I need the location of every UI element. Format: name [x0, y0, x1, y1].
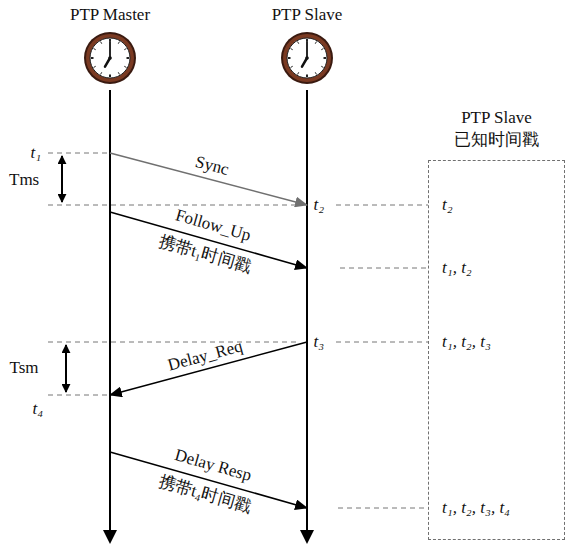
- panel-heading: PTP Slave 已知时间戳: [428, 107, 565, 151]
- clock-icon: [82, 30, 138, 86]
- clock-actor: PTP Slave: [252, 4, 362, 90]
- interval-arrow: [61, 170, 63, 186]
- interval-arrow: [65, 345, 67, 360]
- master-lifeline: [109, 90, 111, 532]
- message-label: Follow_Up 携带t₁时间戳: [146, 196, 270, 284]
- interval-arrow: [61, 156, 63, 170]
- timestamp-label: t₁: [31, 143, 42, 163]
- message-arrow: [110, 153, 307, 205]
- timestamp-panel: PTP Slave 已知时间戳 t₂ t₁, t₂ t₁, t₂, t₃ t₁, t₂,…: [428, 107, 565, 540]
- guide-lines: [48, 153, 428, 508]
- timestamp-list: t₁, t₂, t₃: [442, 332, 491, 352]
- clock-actor: PTP Master: [55, 4, 165, 90]
- timestamp-label: t₂: [314, 195, 325, 215]
- lifeline-arrowhead: [300, 530, 314, 544]
- timestamp-label: t₃: [314, 332, 325, 352]
- message-label: Delay Resp 携带t₄时间戳: [146, 436, 270, 524]
- timestamp-list: t₁, t₂, t₃, t₄: [442, 498, 510, 518]
- timestamp-list: t₂: [442, 195, 453, 215]
- actor-label: PTP Master: [55, 4, 165, 26]
- lifeline-arrowhead: [103, 530, 117, 544]
- interval-arrow: [65, 376, 67, 392]
- timestamp-list: t₁, t₂: [442, 258, 472, 278]
- timestamp-label: t₄: [33, 399, 44, 419]
- message-label: Sync: [193, 152, 231, 180]
- slave-lifeline: [306, 90, 308, 532]
- interval-label: Tms: [9, 170, 39, 190]
- clock-icon: [279, 30, 335, 86]
- actor-label: PTP Slave: [252, 4, 362, 26]
- interval-label: Tsm: [10, 358, 39, 378]
- interval-arrow: [61, 186, 63, 202]
- interval-arrow: [65, 360, 67, 376]
- message-label: Delay_Req: [166, 336, 245, 375]
